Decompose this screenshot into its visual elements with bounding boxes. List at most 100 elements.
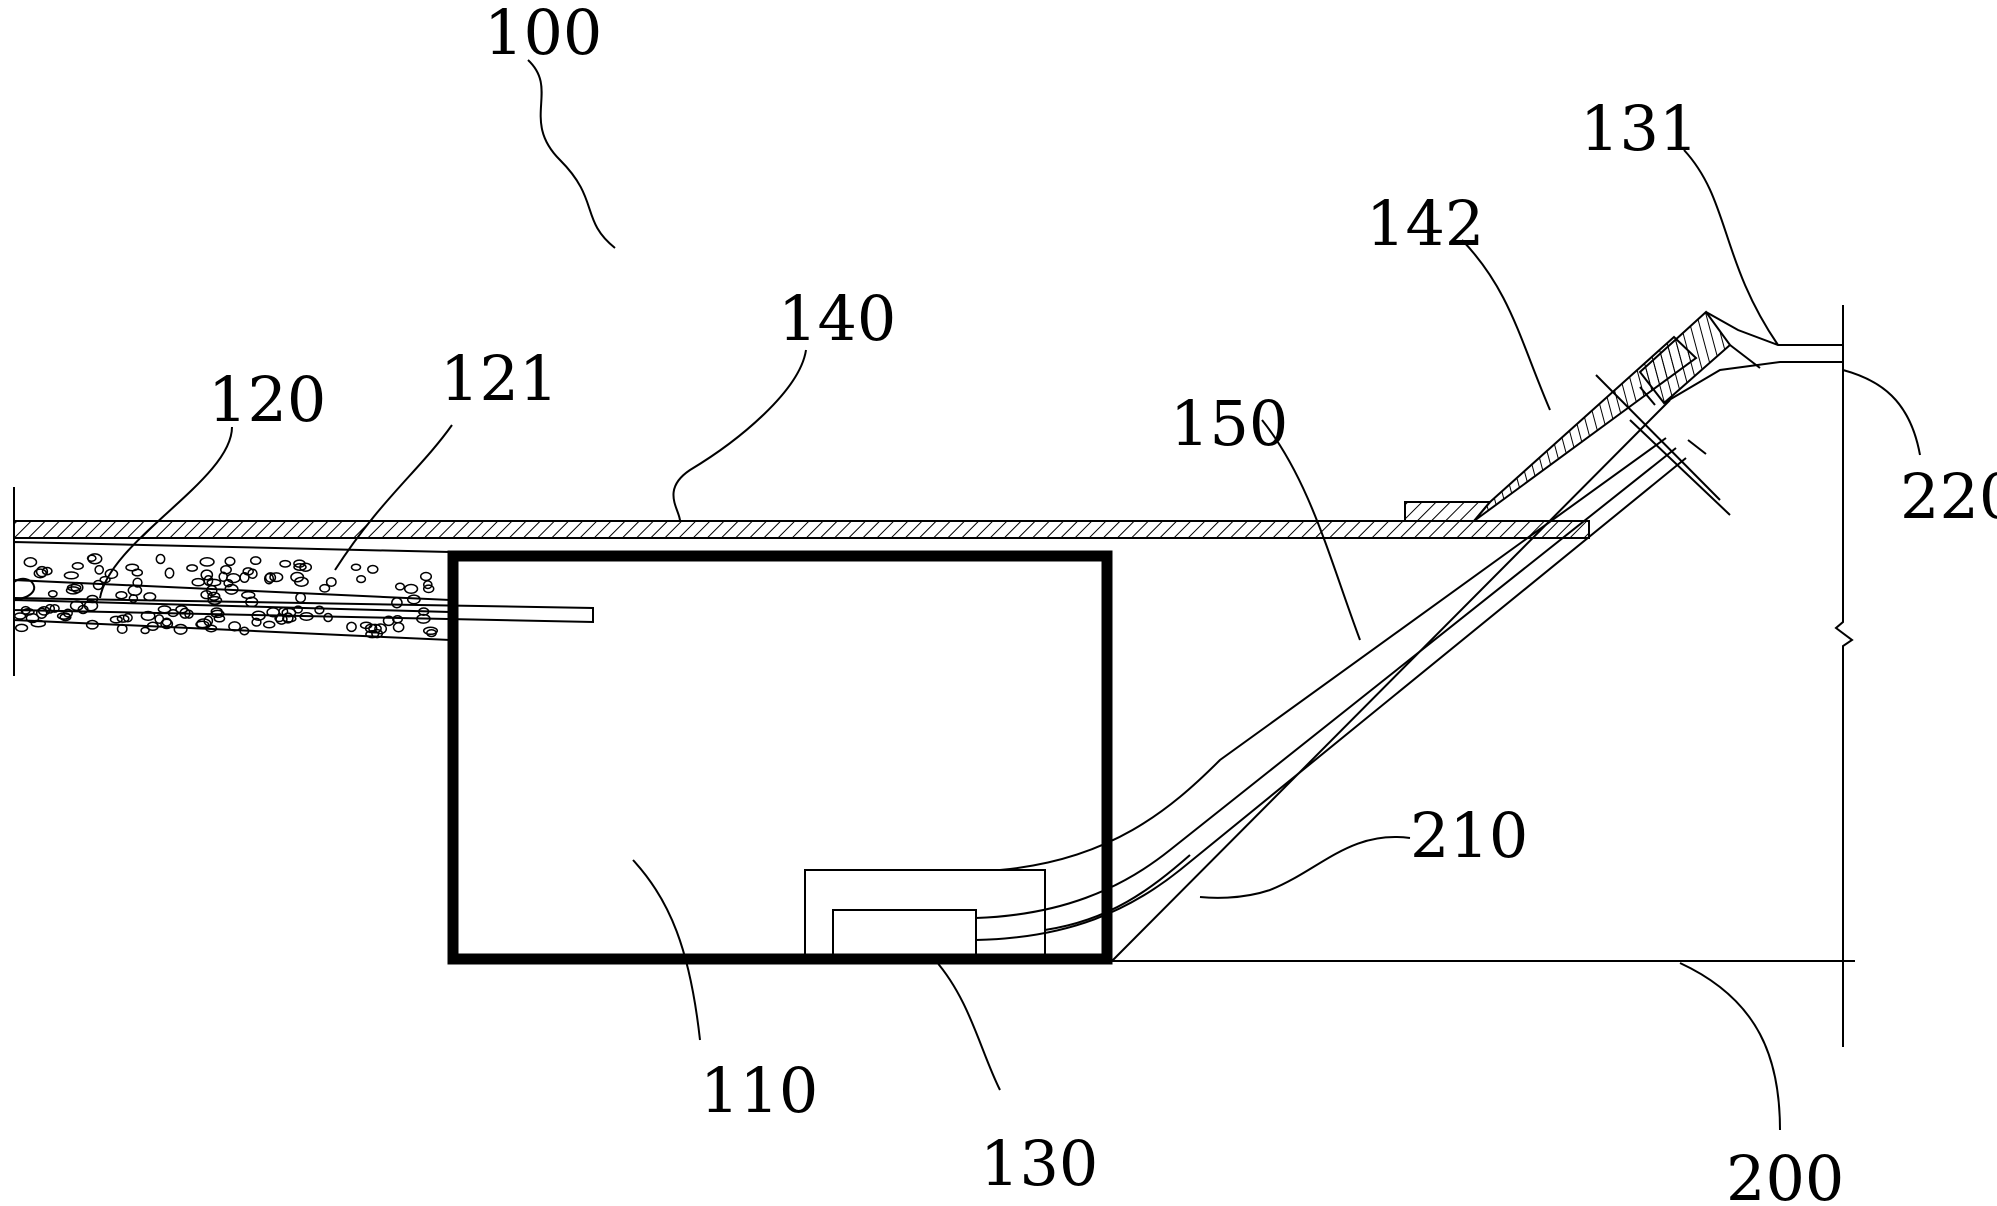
gravel-dot [251, 617, 262, 627]
gravel-dot [41, 566, 53, 576]
gravel-dot [191, 577, 205, 587]
sensor-130 [832, 909, 977, 960]
leader-150 [1261, 419, 1361, 641]
gravel-dot [419, 571, 433, 582]
label-142: 142 [1366, 187, 1484, 260]
leader-120 [99, 426, 233, 599]
leader-100 [527, 59, 616, 249]
gravel-dot [418, 607, 430, 616]
label-110: 110 [700, 1054, 818, 1127]
gravel-dot [350, 563, 362, 571]
gravel-dot [422, 584, 435, 594]
gravel-dot [65, 586, 81, 595]
leader-200 [1679, 962, 1781, 1131]
gravel-dot [319, 583, 331, 593]
gravel-dot [173, 623, 188, 635]
gravel-dot [94, 564, 105, 575]
gravel-dot [263, 572, 275, 585]
gravel-dot [371, 628, 384, 639]
gravel-dot [122, 612, 133, 623]
gravel-dot [269, 572, 284, 583]
gravel-dot [199, 557, 215, 567]
leader-130 [934, 959, 1001, 1091]
gravel-dot [226, 573, 241, 584]
gravel-dot [160, 618, 174, 630]
gravel-dot [293, 562, 307, 572]
label-121: 121 [440, 342, 558, 415]
gravel-dot [128, 594, 139, 603]
leader-131 [1683, 149, 1779, 346]
gravel-dot [35, 607, 48, 619]
gravel-dot [314, 605, 325, 615]
gravel-dot [86, 554, 97, 562]
gravel-dot [195, 620, 210, 629]
section-marks [1595, 374, 1731, 516]
gravel-dot [71, 562, 84, 570]
gravel-dot [325, 576, 337, 588]
gravel-dot [70, 581, 84, 594]
box-110 [447, 550, 1113, 965]
gravel-dot [154, 614, 165, 625]
gravel-dot [365, 630, 380, 639]
gravel-dot [213, 614, 226, 623]
gravel-dot [146, 621, 159, 632]
gravel-dot [426, 628, 437, 638]
label-130: 130 [980, 1127, 1098, 1200]
label-200: 200 [1726, 1142, 1844, 1206]
gravel-dot [249, 556, 262, 566]
gravel-dot [77, 604, 89, 615]
gravel-dot [200, 569, 214, 581]
gravel-dot [115, 590, 128, 600]
gravel-dot [104, 568, 119, 580]
cap-131 [1638, 310, 1843, 405]
gravel-dot [23, 557, 38, 568]
gravel-dot [346, 621, 357, 633]
gravel-dot [92, 579, 104, 591]
gravel-dot [391, 597, 403, 609]
label-140: 140 [778, 282, 896, 355]
gravel-dot [85, 619, 99, 630]
gravel-dot [186, 564, 199, 572]
label-220: 220 [1900, 460, 1997, 533]
leader-140 [672, 349, 807, 522]
leader-220 [1842, 369, 1921, 456]
leader-142 [1461, 239, 1551, 411]
gravel-dot [422, 580, 433, 590]
gravel-dot [63, 571, 79, 580]
label-120: 120 [208, 363, 326, 436]
gravel-dot [49, 603, 60, 613]
slope-line-210 [1111, 399, 1671, 962]
gravel-dot [30, 619, 47, 628]
gravel-dot [406, 594, 421, 605]
leader-121 [334, 424, 453, 571]
gravel-dot [47, 589, 58, 598]
gravel-dot [356, 574, 367, 584]
gravel-dot [262, 620, 276, 629]
gravel-dot [66, 583, 82, 592]
gravel-dot [374, 623, 388, 635]
gravel-dot [367, 564, 379, 574]
gravel-dot [224, 583, 239, 595]
gravel-dot [279, 559, 292, 568]
gravel-dot [13, 612, 27, 620]
gravel-dot [132, 577, 143, 588]
right-wall [1834, 305, 1854, 1047]
top-plate-140 [13, 520, 1590, 539]
gravel-dot [394, 582, 406, 591]
gravel-dot [281, 607, 297, 618]
gravel-dot [264, 572, 277, 583]
gravel-dot [155, 553, 166, 565]
gravel-dot [228, 621, 242, 632]
gravel-dot [157, 605, 172, 614]
gravel-dot [109, 615, 123, 624]
gravel-dot [382, 615, 395, 627]
drain-plate [13, 596, 594, 624]
gravel-dot [44, 603, 56, 614]
gravel-dot [140, 610, 156, 622]
gravel-dot [116, 623, 128, 635]
gravel-dot [368, 623, 382, 634]
leader-110 [632, 859, 701, 1041]
gravel-dot [266, 607, 280, 618]
gravel-dot [140, 626, 150, 635]
